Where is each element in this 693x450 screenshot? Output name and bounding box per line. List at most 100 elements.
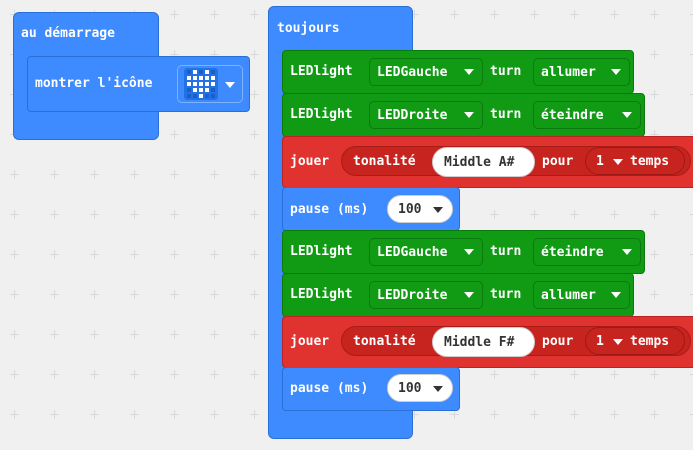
turn-label: turn <box>490 64 522 79</box>
grid-cross <box>210 10 219 19</box>
beats-dropdown[interactable]: 1 temps <box>585 327 685 355</box>
grid-cross <box>490 410 499 419</box>
grid-cross <box>650 250 659 259</box>
grid-cross <box>690 90 693 99</box>
grid-cross <box>130 410 139 419</box>
grid-cross <box>130 370 139 379</box>
grid-cross <box>210 130 219 139</box>
chevron-down-icon <box>622 249 632 255</box>
grid-cross <box>170 250 179 259</box>
grid-cross <box>570 410 579 419</box>
grid-cross <box>170 290 179 299</box>
grid-cross <box>490 10 499 19</box>
grid-cross <box>530 210 539 219</box>
play-label: jouer <box>290 154 330 169</box>
grid-cross <box>650 370 659 379</box>
grid-cross <box>250 410 259 419</box>
chevron-down-icon <box>225 82 235 88</box>
grid-cross <box>90 210 99 219</box>
grid-cross <box>690 410 693 419</box>
grid-cross <box>10 250 19 259</box>
grid-cross <box>90 370 99 379</box>
turn-label: turn <box>490 287 522 302</box>
grid-cross <box>210 330 219 339</box>
led-dropdown[interactable]: LEDDroite <box>369 281 483 309</box>
note-input[interactable]: Middle F# <box>432 327 535 357</box>
grid-cross <box>530 370 539 379</box>
grid-cross <box>170 10 179 19</box>
grid-cross <box>250 130 259 139</box>
pause-value-dropdown[interactable]: 100 <box>387 374 453 402</box>
chevron-down-icon <box>464 292 474 298</box>
grid-cross <box>130 290 139 299</box>
beats-dropdown[interactable]: 1 temps <box>585 147 685 175</box>
grid-cross <box>170 330 179 339</box>
led-dropdown[interactable]: LEDDroite <box>369 101 483 129</box>
grid-cross <box>210 50 219 59</box>
grid-cross <box>570 210 579 219</box>
chevron-down-icon <box>611 69 621 75</box>
ledlight-label: LEDlight <box>290 107 353 122</box>
state-dropdown[interactable]: éteindre <box>533 238 641 266</box>
pause-value-dropdown[interactable]: 100 <box>387 195 453 223</box>
grid-cross <box>170 130 179 139</box>
grid-cross <box>690 50 693 59</box>
grid-cross <box>50 170 59 179</box>
grid-cross <box>570 370 579 379</box>
led-dropdown[interactable]: LEDGauche <box>369 58 483 86</box>
grid-cross <box>690 130 693 139</box>
ledlight-label: LEDlight <box>290 287 353 302</box>
icon-dropdown[interactable] <box>177 65 243 103</box>
grid-cross <box>650 410 659 419</box>
chevron-down-icon <box>464 112 474 118</box>
grid-cross <box>130 170 139 179</box>
grid-cross <box>90 330 99 339</box>
grid-cross <box>250 90 259 99</box>
grid-cross <box>50 250 59 259</box>
chevron-down-icon <box>433 207 443 213</box>
grid-cross <box>250 170 259 179</box>
chevron-down-icon <box>464 249 474 255</box>
pause-label: pause (ms) <box>290 202 369 217</box>
for-label: pour <box>542 154 574 169</box>
note-input[interactable]: Middle A# <box>432 147 535 177</box>
grid-cross <box>410 410 419 419</box>
grid-cross <box>250 10 259 19</box>
grid-cross <box>10 410 19 419</box>
grid-cross <box>530 410 539 419</box>
grid-cross <box>610 370 619 379</box>
grid-cross <box>610 410 619 419</box>
grid-cross <box>50 410 59 419</box>
state-dropdown[interactable]: allumer <box>533 58 630 86</box>
grid-cross <box>50 210 59 219</box>
state-dropdown[interactable]: allumer <box>533 281 630 309</box>
chevron-down-icon <box>613 339 623 345</box>
grid-cross <box>650 90 659 99</box>
grid-cross <box>450 10 459 19</box>
grid-cross <box>250 210 259 219</box>
grid-cross <box>130 210 139 219</box>
turn-label: turn <box>490 107 522 122</box>
grid-cross <box>650 130 659 139</box>
grid-cross <box>410 10 419 19</box>
grid-cross <box>10 330 19 339</box>
play-label: jouer <box>290 334 330 349</box>
grid-cross <box>210 250 219 259</box>
pause-label: pause (ms) <box>290 381 369 396</box>
grid-cross <box>210 170 219 179</box>
grid-cross <box>170 170 179 179</box>
led-dropdown[interactable]: LEDGauche <box>369 238 483 266</box>
grid-cross <box>10 370 19 379</box>
grid-cross <box>690 10 693 19</box>
ledlight-label: LEDlight <box>290 64 353 79</box>
grid-cross <box>570 10 579 19</box>
grid-cross <box>170 210 179 219</box>
grid-cross <box>650 10 659 19</box>
grid-cross <box>50 290 59 299</box>
grid-cross <box>650 290 659 299</box>
grid-cross <box>250 330 259 339</box>
grid-cross <box>250 370 259 379</box>
state-dropdown[interactable]: éteindre <box>533 101 641 129</box>
grid-cross <box>250 50 259 59</box>
grid-cross <box>490 210 499 219</box>
